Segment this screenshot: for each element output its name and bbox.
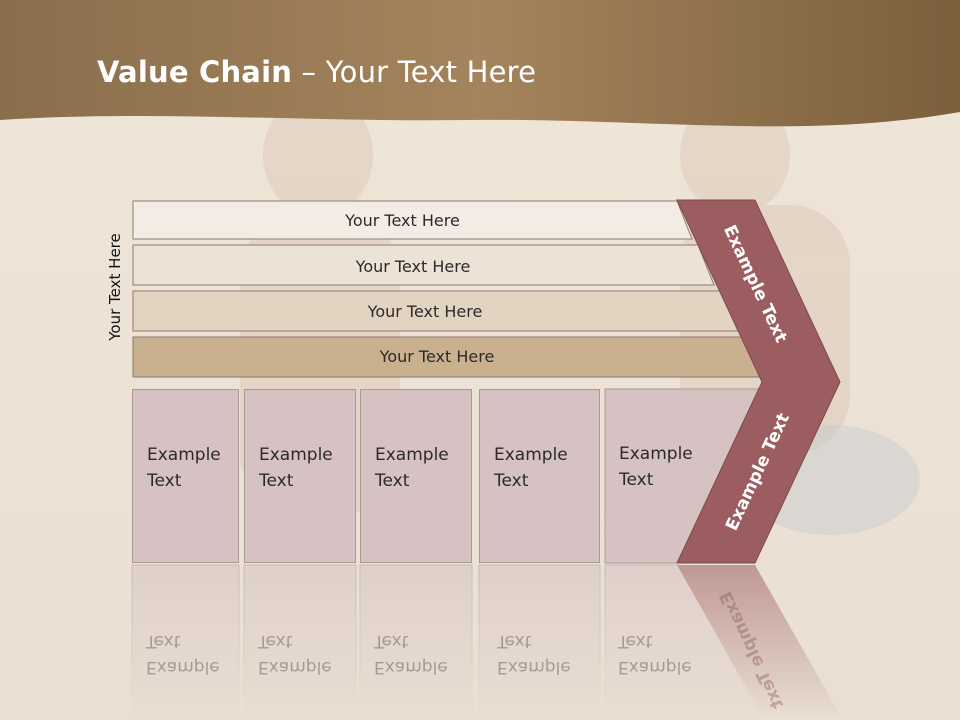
card-4-label: Example Text <box>494 445 568 491</box>
title-bold: Value Chain <box>97 55 293 89</box>
slide-title: Value Chain – Your Text Here <box>97 55 536 89</box>
card-1-reflection: Example Text <box>146 631 220 677</box>
row-1-label: Your Text Here <box>345 210 460 230</box>
card-5[interactable]: Example Text <box>605 389 693 563</box>
card-3-label: Example Text <box>375 445 449 491</box>
card-1[interactable]: Example Text <box>132 389 239 563</box>
row-4[interactable]: Your Text Here <box>133 336 747 376</box>
card-5-reflection: Example Text <box>618 631 692 677</box>
card-3[interactable]: Example Text <box>360 389 472 563</box>
header-band <box>0 0 960 127</box>
row-3[interactable]: Your Text Here <box>133 291 723 331</box>
card-4-reflection: Example Text <box>497 631 571 677</box>
card-1-label: Example Text <box>147 445 221 491</box>
row-4-label: Your Text Here <box>379 346 495 366</box>
row-2[interactable]: Your Text Here <box>133 246 699 286</box>
row-2-label: Your Text Here <box>355 256 471 276</box>
title-rest: – Your Text Here <box>292 55 537 89</box>
card-3-reflection: Example Text <box>374 631 448 677</box>
card-2-label: Example Text <box>259 445 333 491</box>
card-5-label: Example Text <box>619 444 693 490</box>
side-label: Your Text Here <box>106 233 124 341</box>
row-3-label: Your Text Here <box>367 301 483 321</box>
row-1[interactable]: Your Text Here <box>133 200 678 240</box>
card-2-reflection: Example Text <box>258 631 332 677</box>
card-4[interactable]: Example Text <box>479 389 600 563</box>
card-2[interactable]: Example Text <box>244 389 356 563</box>
